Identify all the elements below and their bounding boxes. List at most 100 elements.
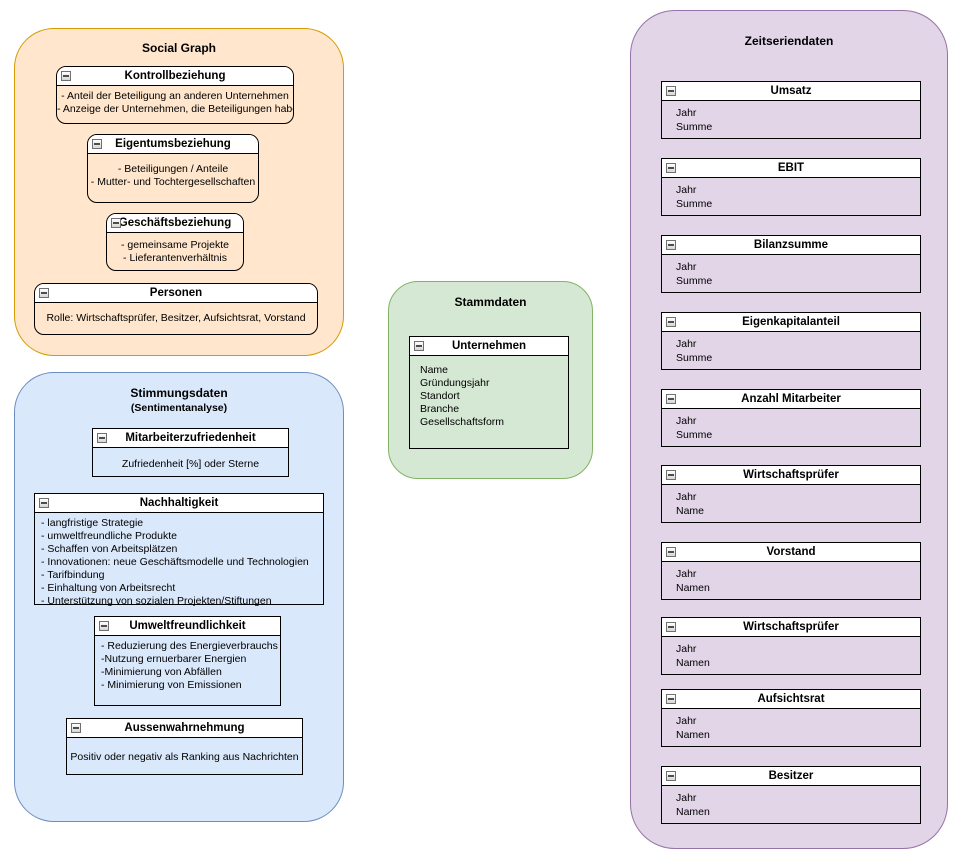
entity-line: - Reduzierung des Energieverbrauchs [101, 640, 278, 652]
entity-line: - Innovationen: neue Geschäftsmodelle un… [41, 556, 309, 568]
entity-body: Jahr Summe [662, 101, 920, 134]
entity-header: Mitarbeiterzufriedenheit [93, 429, 288, 448]
entity-line: - Schaffen von Arbeitsplätzen [41, 543, 178, 555]
entity-line: Namen [676, 806, 710, 818]
entity-body: Jahr Namen [662, 562, 920, 595]
entity-eigenkapitalanteil[interactable]: Eigenkapitalanteil Jahr Summe [661, 312, 921, 370]
entity-umsatz[interactable]: Umsatz Jahr Summe [661, 81, 921, 139]
entity-line: Standort [420, 390, 460, 402]
entity-aufsichtsrat[interactable]: Aufsichtsrat Jahr Namen [661, 689, 921, 747]
entity-body: Jahr Summe [662, 178, 920, 211]
entity-title: Aussenwahrnehmung [124, 722, 245, 734]
entity-header: EBIT [662, 159, 920, 178]
entity-vorstand[interactable]: Vorstand Jahr Namen [661, 542, 921, 600]
entity-umweltfreundlichkeit[interactable]: Umweltfreundlichkeit - Reduzierung des E… [94, 616, 281, 706]
entity-line: Summe [676, 352, 713, 364]
entity-body: Jahr Name [662, 485, 920, 518]
entity-line: Jahr [676, 643, 697, 655]
entity-nachhaltigkeit[interactable]: Nachhaltigkeit - langfristige Strategie … [34, 493, 324, 608]
entity-line: Summe [676, 429, 713, 441]
entity-line: - Mutter- und Tochtergesellschaften [90, 176, 256, 188]
collapse-icon[interactable] [39, 288, 49, 298]
entity-body: Rolle: Wirtschaftsprüfer, Besitzer, Aufs… [35, 303, 317, 325]
entity-header: Eigenkapitalanteil [662, 313, 920, 332]
entity-title: Anzahl Mitarbeiter [741, 393, 841, 405]
entity-header: Kontrollbeziehung [57, 67, 293, 86]
collapse-icon[interactable] [666, 317, 676, 327]
group-stammdaten[interactable]: Stammdaten Unternehmen Name Gründungsjah… [388, 281, 593, 479]
entity-header: Umsatz [662, 82, 920, 101]
entity-personen[interactable]: Personen Rolle: Wirtschaftsprüfer, Besit… [34, 283, 318, 335]
collapse-icon[interactable] [666, 86, 676, 96]
entity-body: Positiv oder negativ als Ranking aus Nac… [67, 738, 302, 764]
entity-bilanzsumme[interactable]: Bilanzsumme Jahr Summe [661, 235, 921, 293]
collapse-icon[interactable] [111, 218, 121, 228]
collapse-icon[interactable] [666, 771, 676, 781]
collapse-icon[interactable] [666, 394, 676, 404]
group-stimmungsdaten[interactable]: Stimmungsdaten (Sentimentanalyse) Mitarb… [14, 372, 344, 822]
entity-title: Wirtschaftsprüfer [743, 621, 839, 633]
entity-header: Geschäftsbeziehung [107, 214, 243, 233]
entity-header: Aussenwahrnehmung [67, 719, 302, 738]
entity-anzahl-mitarbeiter[interactable]: Anzahl Mitarbeiter Jahr Summe [661, 389, 921, 447]
entity-mitarbeiterzufriedenheit[interactable]: Mitarbeiterzufriedenheit Zufriedenheit [… [92, 428, 289, 477]
entity-title: Geschäftsbeziehung [118, 217, 232, 229]
collapse-icon[interactable] [666, 240, 676, 250]
entity-body: - Beteiligungen / Anteile - Mutter- und … [88, 154, 258, 189]
entity-line: - Einhaltung von Arbeitsrecht [41, 582, 176, 594]
entity-header: Wirtschaftsprüfer [662, 466, 920, 485]
entity-title: Bilanzsumme [753, 239, 829, 251]
entity-line: - langfristige Strategie [41, 517, 144, 529]
entity-line: Branche [420, 403, 460, 415]
entity-ebit[interactable]: EBIT Jahr Summe [661, 158, 921, 216]
collapse-icon[interactable] [666, 622, 676, 632]
entity-line: - Unterstützung von sozialen Projekten/S… [41, 595, 272, 607]
entity-line: Name [676, 505, 705, 517]
collapse-icon[interactable] [666, 694, 676, 704]
entity-geschaeftsbeziehung[interactable]: Geschäftsbeziehung - gemeinsame Projekte… [106, 213, 244, 271]
entity-line: - Beteiligungen / Anteile [117, 163, 229, 175]
collapse-icon[interactable] [39, 498, 49, 508]
entity-besitzer[interactable]: Besitzer Jahr Namen [661, 766, 921, 824]
entity-wirtschaftspruefer-1[interactable]: Wirtschaftsprüfer Jahr Name [661, 465, 921, 523]
entity-header: Umweltfreundlichkeit [95, 617, 280, 636]
group-title: Stammdaten [454, 295, 527, 309]
entity-header: Aufsichtsrat [662, 690, 920, 709]
group-title: Stimmungsdaten [130, 386, 228, 400]
entity-body: - langfristige Strategie - umweltfreundl… [35, 513, 323, 608]
entity-line: -Minimierung von Abfällen [101, 666, 222, 678]
collapse-icon[interactable] [71, 723, 81, 733]
entity-line: Jahr [676, 792, 697, 804]
entity-kontrollbeziehung[interactable]: Kontrollbeziehung - Anteil der Beteiligu… [56, 66, 294, 124]
collapse-icon[interactable] [61, 71, 71, 81]
collapse-icon[interactable] [99, 621, 109, 631]
entity-title: Eigenkapitalanteil [742, 316, 840, 328]
group-social-graph[interactable]: Social Graph Kontrollbeziehung - Anteil … [14, 28, 344, 356]
entity-line: Zufriedenheit [%] oder Sterne [121, 458, 260, 470]
entity-unternehmen[interactable]: Unternehmen Name Gründungsjahr Standort … [409, 336, 569, 449]
collapse-icon[interactable] [92, 139, 102, 149]
collapse-icon[interactable] [666, 547, 676, 557]
entity-title: Personen [149, 287, 203, 299]
collapse-icon[interactable] [666, 163, 676, 173]
entity-line: - Lieferantenverhältnis [123, 252, 227, 264]
collapse-icon[interactable] [414, 341, 424, 351]
entity-line: Jahr [676, 184, 697, 196]
entity-aussenwahrnehmung[interactable]: Aussenwahrnehmung Positiv oder negativ a… [66, 718, 303, 775]
entity-line: Jahr [676, 415, 697, 427]
group-zeitseriendaten[interactable]: Zeitseriendaten Umsatz Jahr Summe EBIT J… [630, 10, 948, 849]
entity-line: Name [420, 364, 449, 376]
entity-wirtschaftspruefer-2[interactable]: Wirtschaftsprüfer Jahr Namen [661, 617, 921, 675]
entity-line: Rolle: Wirtschaftsprüfer, Besitzer, Aufs… [46, 312, 306, 324]
group-title: Zeitseriendaten [744, 34, 834, 48]
entity-eigentumsbeziehung[interactable]: Eigentumsbeziehung - Beteiligungen / Ant… [87, 134, 259, 203]
entity-title: Besitzer [768, 770, 814, 782]
entity-header: Besitzer [662, 767, 920, 786]
entity-line: Jahr [676, 338, 697, 350]
collapse-icon[interactable] [97, 433, 107, 443]
collapse-icon[interactable] [666, 470, 676, 480]
entity-line: - Minimierung von Emissionen [101, 679, 242, 691]
entity-body: - Anteil der Beteiligung an anderen Unte… [57, 86, 293, 116]
entity-header: Unternehmen [410, 337, 568, 356]
entity-line: Namen [676, 657, 710, 669]
